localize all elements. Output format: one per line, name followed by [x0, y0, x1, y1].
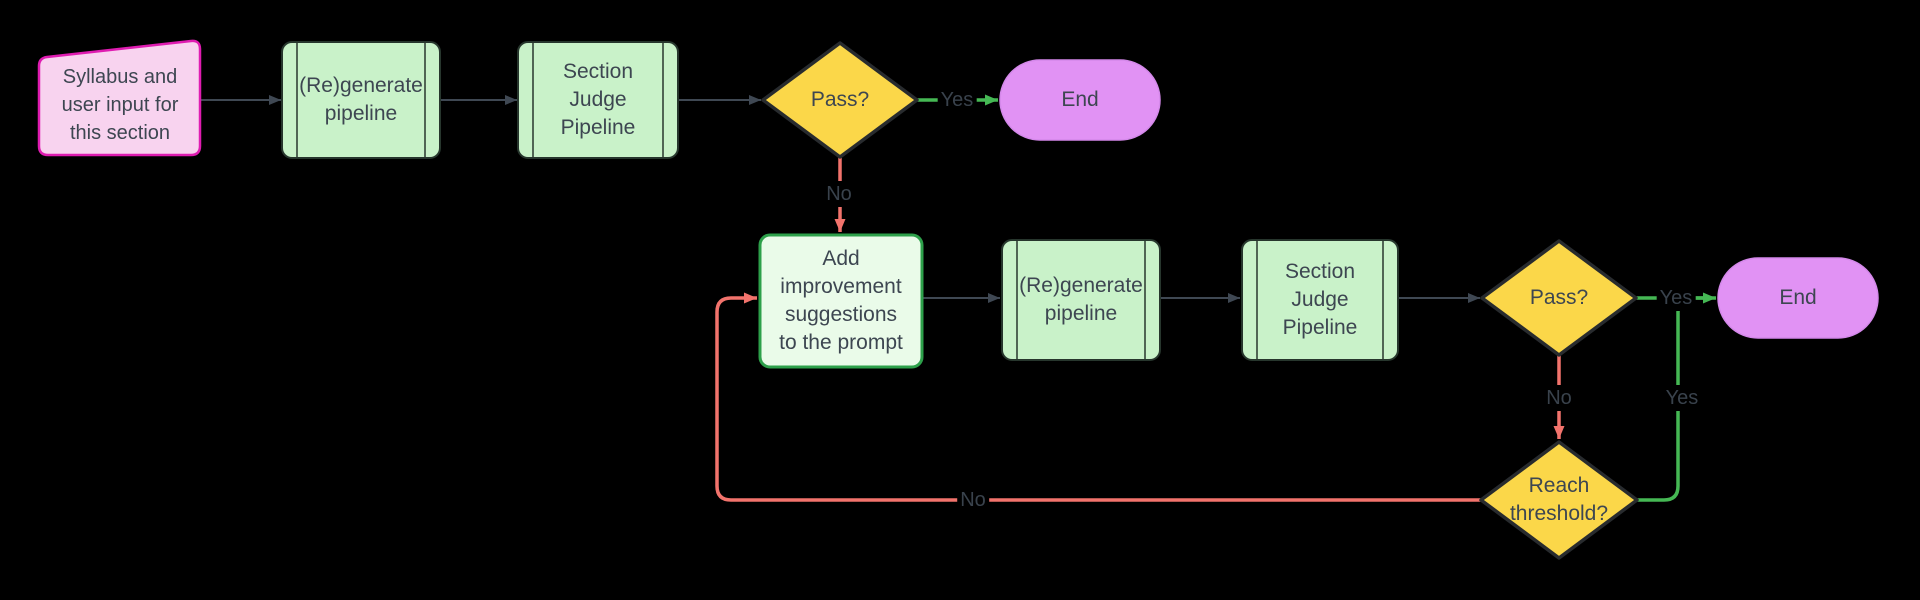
- node-start: Syllabus and user input for this section: [44, 54, 196, 155]
- node-pass1-label: Pass?: [810, 88, 870, 111]
- node-end1: End: [1000, 60, 1160, 140]
- node-improve: Add improvement suggestions to the promp…: [776, 235, 906, 367]
- node-judge2-label: Section Judge Pipeline: [1282, 260, 1358, 339]
- edge-label-pass1-no: No: [823, 181, 855, 207]
- judge1-shape: [517, 41, 679, 159]
- node-improve-label: Add improvement suggestions to the promp…: [779, 247, 903, 354]
- node-pass2: Pass?: [1499, 241, 1619, 355]
- regenerate1-shape: [281, 41, 441, 159]
- judge2-shape: [1241, 239, 1399, 361]
- pass1-shape: [761, 41, 919, 159]
- end1-shape: [999, 59, 1161, 141]
- node-end2: End: [1718, 258, 1878, 338]
- threshold-shape: [1479, 440, 1639, 560]
- node-threshold-label: Reach threshold?: [1509, 474, 1609, 525]
- edge-label-pass2-yes: Yes: [1656, 285, 1696, 311]
- edge-label-threshold-no: No: [957, 487, 989, 513]
- edge-label-threshold-yes: Yes: [1662, 385, 1702, 411]
- node-end1-label: End: [1061, 88, 1099, 111]
- node-judge1: Section Judge Pipeline: [543, 42, 653, 158]
- node-pass1: Pass?: [780, 43, 900, 157]
- node-regenerate1-label: (Re)generate pipeline: [299, 74, 423, 125]
- node-regenerate1: (Re)generate pipeline: [288, 42, 434, 158]
- improve-shape: [758, 233, 924, 369]
- regenerate2-shape: [1001, 239, 1161, 361]
- edge-threshold-no-to-improve: [715, 292, 1481, 502]
- node-judge1-label: Section Judge Pipeline: [560, 60, 636, 139]
- node-judge2: Section Judge Pipeline: [1265, 240, 1375, 360]
- edge-label-pass1-yes: Yes: [937, 87, 977, 113]
- node-regenerate2: (Re)generate pipeline: [1008, 240, 1154, 360]
- start-shape: [37, 39, 202, 157]
- node-pass2-label: Pass?: [1529, 286, 1589, 309]
- node-threshold: Reach threshold?: [1499, 442, 1619, 558]
- node-start-label: Syllabus and user input for this section: [61, 65, 179, 144]
- end2-shape: [1717, 257, 1879, 339]
- pass2-shape: [1480, 239, 1638, 357]
- edge-label-pass2-no: No: [1543, 385, 1575, 411]
- node-regenerate2-label: (Re)generate pipeline: [1019, 274, 1143, 325]
- node-end2-label: End: [1779, 286, 1817, 309]
